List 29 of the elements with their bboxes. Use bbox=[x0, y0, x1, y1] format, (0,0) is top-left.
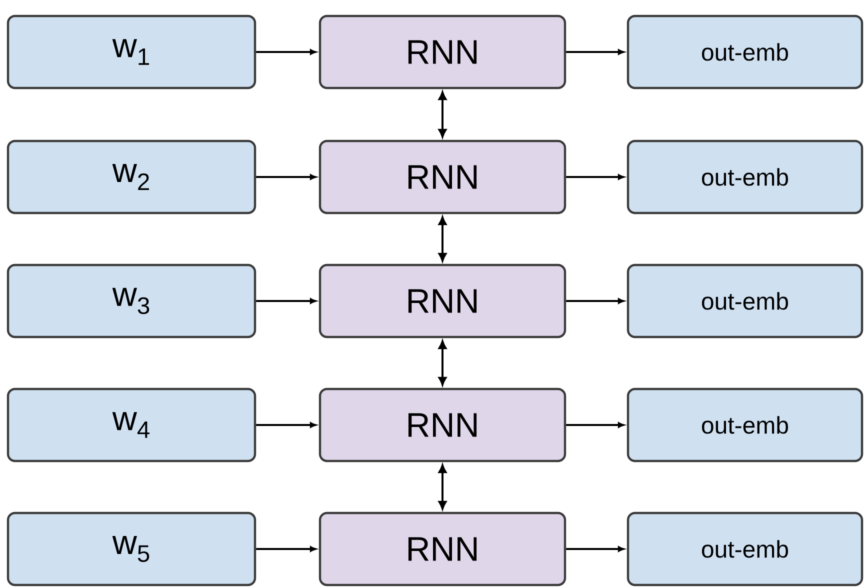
rnn-box: RNN bbox=[318, 140, 566, 214]
output-box: out-emb bbox=[626, 140, 864, 214]
arrow bbox=[256, 422, 316, 428]
word-box: w$_{1}$ bbox=[6, 14, 256, 90]
arrow bbox=[566, 49, 624, 55]
arrow bbox=[566, 546, 624, 552]
output-box: out-emb bbox=[626, 512, 864, 586]
arrow bbox=[566, 174, 624, 180]
arrow bbox=[566, 422, 624, 428]
word-box: w$_{4}$ bbox=[6, 388, 256, 462]
rnn-box: RNN bbox=[318, 512, 566, 586]
arrow bbox=[438, 92, 447, 138]
output-box: out-emb bbox=[626, 264, 864, 338]
arrow bbox=[256, 546, 316, 552]
arrow bbox=[256, 49, 316, 55]
arrow bbox=[438, 216, 447, 262]
arrow bbox=[256, 174, 316, 180]
word-box: w$_{2}$ bbox=[6, 140, 256, 214]
rnn-box: RNN bbox=[318, 264, 566, 338]
output-box: out-emb bbox=[626, 14, 864, 90]
rnn-box: RNN bbox=[318, 14, 566, 90]
word-box: w$_{3}$ bbox=[6, 264, 256, 338]
arrow bbox=[438, 464, 447, 510]
arrow bbox=[566, 298, 624, 304]
arrow bbox=[438, 340, 447, 386]
rnn-box: RNN bbox=[318, 388, 566, 462]
arrow bbox=[256, 298, 316, 304]
output-box: out-emb bbox=[626, 388, 864, 462]
word-box: w$_{5}$ bbox=[6, 512, 256, 586]
